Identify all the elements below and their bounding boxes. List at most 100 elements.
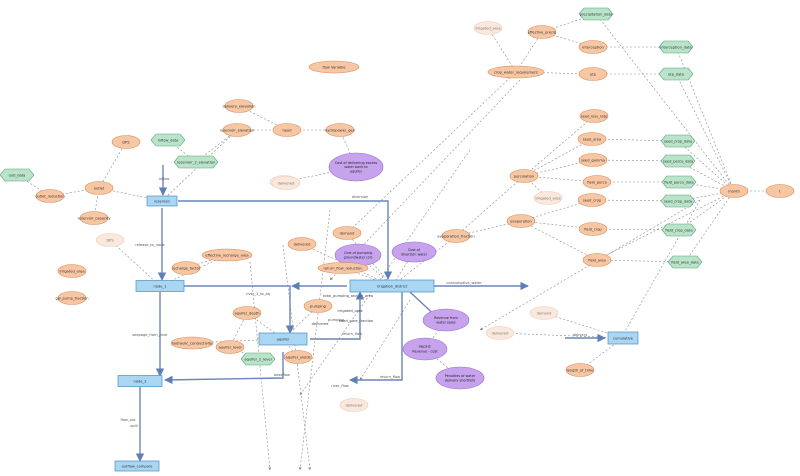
node-demand-2[interactable]: demand (529, 306, 559, 320)
node-node-2[interactable]: node_2 (117, 375, 163, 387)
node-etp[interactable]: etp (578, 67, 608, 81)
node-label: delivered (294, 242, 311, 246)
node-aquifer[interactable]: aquifer (258, 332, 308, 346)
node-label: evaporation (510, 219, 532, 223)
node-aquifer-level[interactable]: aquifer_level (215, 340, 245, 354)
dependency-link (98, 141, 127, 189)
node-label: irrigated_area (475, 26, 500, 30)
node-outlet-reduction[interactable]: outlet_reduction (35, 189, 65, 203)
node-field-area[interactable]: field_area (582, 253, 612, 267)
node-label: reservoir_elevation (220, 128, 254, 132)
stock-box (607, 331, 639, 345)
node-aquifer-depth[interactable]: aquifer_depth (232, 306, 262, 320)
node-profit[interactable]: PROFIT:Revenue - cost (402, 337, 448, 361)
node-label: interception_data (660, 45, 692, 49)
node-irrigation-district[interactable]: irrigation_district (349, 279, 435, 293)
node-evaporation[interactable]: evaporation (506, 214, 536, 228)
node-seed-crop[interactable]: seed_crop (577, 193, 607, 207)
node-label: reservoir_2_elevation (177, 160, 216, 164)
node-delivered-1[interactable]: delivered (287, 237, 317, 251)
node-recharge-factor[interactable]: recharge_factor (171, 261, 201, 275)
node-pop-water-requirement[interactable]: crop_water_requirement (487, 65, 545, 79)
node-cumulative[interactable]: cumulative (607, 331, 639, 345)
node-month[interactable]: month (719, 184, 749, 198)
node-delivery-elevation[interactable]: delivery_elevation (223, 99, 256, 113)
node-label: demand (340, 231, 355, 235)
node-seed-perco-data[interactable]: seed_perco_data (660, 154, 696, 168)
node-t[interactable]: t (765, 184, 795, 198)
node-node-1[interactable]: node_1 (135, 280, 185, 292)
node-evaporation-fraction[interactable]: evaporation_fraction (437, 229, 475, 243)
node-reservoir[interactable]: reservoir (146, 195, 178, 207)
node-field-perco-data[interactable]: field_perco_data (661, 175, 697, 189)
aux-ellipse (579, 109, 609, 123)
stock-box (349, 279, 435, 293)
node-outflow-compare[interactable]: outflow_compare (114, 460, 160, 472)
node-effective-precip[interactable]: effective_precip (527, 25, 557, 39)
link-label-spill: spill (130, 424, 137, 428)
node-aquifer-2-level[interactable]: aquifer_2_level (240, 352, 276, 366)
data-hexagon (660, 154, 696, 168)
node-interception[interactable]: interception (578, 40, 608, 54)
node-dps-ghost[interactable]: DPS (95, 233, 125, 247)
model-nodes: precipitation_data irrigated_area effectiv… (0, 7, 795, 472)
node-label: seed_crop (583, 198, 602, 202)
node-effective-recharge-area[interactable]: effective_recharge_area (201, 248, 253, 262)
node-seed-loss-rate[interactable]: seed_loss_rate (579, 109, 609, 123)
node-seed-area[interactable]: seed_area (577, 132, 607, 146)
node-field-perco[interactable]: field_perco (582, 175, 612, 189)
node-percolation[interactable]: percolation (509, 169, 539, 183)
node-seed-crop-data[interactable]: seed_crop_data (660, 134, 696, 148)
node-dps[interactable]: DPS (111, 135, 141, 149)
aux-ellipse (582, 175, 612, 189)
node-field-crop-data[interactable]: field_crop_data (661, 223, 697, 237)
node-irrigated-area-top[interactable]: irrigated_area (473, 21, 503, 35)
link-label-pumping: pumping (328, 318, 344, 322)
node-outl-data[interactable]: outl_data (0, 168, 35, 182)
node-interception-data[interactable]: interception_data (658, 40, 694, 54)
node-delivered-2[interactable]: delivered (271, 176, 301, 190)
aux-ellipse (271, 176, 301, 190)
node-etp-data[interactable]: etp_data (658, 67, 694, 81)
dependency-link (499, 332, 624, 340)
node-reservoir-capacity[interactable]: reservoir_capacity (78, 211, 112, 225)
aux-ellipse (527, 25, 557, 39)
aux-ellipse (57, 291, 87, 305)
node-aquifer-yields[interactable]: aquifer_yields (283, 350, 313, 364)
node-irrigated-area-left[interactable]: irrigated_area (57, 264, 87, 278)
node-field-area-data[interactable]: field_area_data (667, 255, 703, 269)
node-irrigated-area-mid[interactable]: irrigated_area (533, 191, 563, 205)
node-precipitation-data[interactable]: precipitation_data (578, 7, 614, 21)
node-reservoir-2-elevation[interactable]: reservoir_2_elevation (173, 155, 219, 169)
dependency-link (595, 13, 735, 192)
node-outlet[interactable]: outlet (84, 181, 114, 195)
node-return-flow-reduction[interactable]: return_flow_reduction (317, 262, 369, 274)
node-delivered-3[interactable]: delivered (339, 398, 369, 412)
data-hexagon (0, 168, 35, 182)
node-head[interactable]: head (272, 123, 302, 137)
node-seed-crop-data-2[interactable]: seed_crop_data (660, 194, 696, 208)
node-reservoir-elevation[interactable]: reservoir_elevation (220, 123, 254, 137)
node-inflow-data[interactable]: inflow_data (150, 133, 186, 147)
node-flow-variable[interactable]: flow Variable (308, 60, 360, 74)
node-gw-pump-fraction[interactable]: gw_pump_fraction (56, 291, 89, 305)
node-label: field_crop (584, 227, 602, 231)
data-hexagon (173, 155, 219, 169)
node-demand[interactable]: demand (332, 226, 362, 240)
node-label: field_perco (587, 180, 607, 184)
node-hydropower-gen[interactable]: hydropower_gen (325, 123, 355, 137)
node-pumping-ghost[interactable]: pumping (303, 299, 333, 313)
aux-ellipse (84, 181, 114, 195)
node-seed-gamma[interactable]: seed_gamma (578, 153, 608, 167)
data-hexagon (578, 7, 614, 21)
node-hydraulic-conductivity[interactable]: hydraulic_conductivity (170, 336, 214, 350)
node-delivered-4[interactable]: delivered (485, 326, 515, 340)
node-field-crop[interactable]: field_crop (578, 222, 608, 236)
node-length-of-time[interactable]: length_of_time (565, 363, 595, 377)
node-label: node_2 (133, 379, 146, 383)
